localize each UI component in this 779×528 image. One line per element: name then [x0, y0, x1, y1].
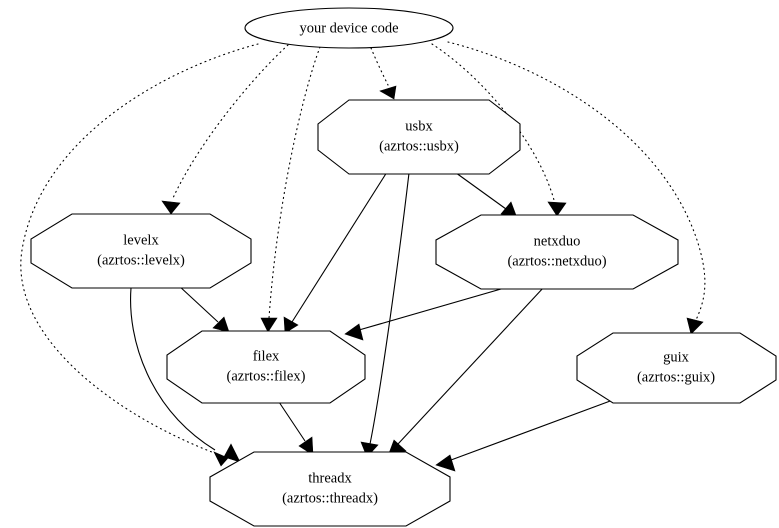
node-usbx-shape: [317, 99, 521, 175]
edge-filex-threadx: [278, 401, 314, 456]
edge-device-usbx: [370, 47, 397, 100]
node-threadx-label-line1: threadx: [308, 470, 352, 486]
node-your-device-code-shape: [244, 7, 454, 49]
edge-netxduo-threadx: [387, 286, 545, 457]
edge-device-levelx: [161, 44, 289, 215]
node-usbx[interactable]: usbx (azrtos::usbx): [317, 99, 521, 175]
node-filex-label-line2: (azrtos::filex): [227, 368, 306, 384]
node-your-device-code-label: your device code: [299, 20, 398, 36]
node-threadx-shape: [209, 451, 451, 527]
edge-netxduo-filex: [344, 284, 516, 341]
edge-usbx-threadx: [360, 172, 410, 458]
node-netxduo-label-line2: (azrtos::netxduo): [507, 253, 606, 269]
edge-usbx-filex: [283, 171, 388, 334]
edge-device-netxduo: [431, 43, 567, 217]
edge-layer: [20, 41, 706, 472]
node-threadx-label-line2: (azrtos::threadx): [282, 490, 378, 506]
node-usbx-label-line2: (azrtos::usbx): [379, 138, 459, 154]
node-layer: your device code usbx (azrtos::usbx) lev…: [30, 7, 777, 527]
node-filex[interactable]: filex (azrtos::filex): [166, 330, 366, 404]
node-levelx[interactable]: levelx (azrtos::levelx): [30, 213, 252, 289]
edge-device-threadx: [20, 43, 259, 467]
edge-device-guix: [447, 41, 706, 335]
node-guix[interactable]: guix (azrtos::guix): [576, 332, 777, 404]
edge-guix-threadx: [435, 396, 622, 472]
node-guix-label-line2: (azrtos::guix): [637, 369, 715, 385]
node-levelx-shape: [30, 213, 252, 289]
edge-levelx-threadx: [130, 287, 241, 463]
node-guix-shape: [576, 332, 777, 404]
edge-levelx-filex: [177, 284, 230, 333]
node-your-device-code[interactable]: your device code: [244, 7, 454, 49]
edge-usbx-netxduo: [451, 169, 518, 219]
node-netxduo-shape: [435, 214, 679, 290]
node-netxduo-label-line1: netxduo: [534, 233, 581, 249]
node-filex-shape: [166, 330, 366, 404]
edge-device-filex: [260, 46, 321, 333]
node-filex-label-line1: filex: [253, 348, 280, 364]
node-guix-label-line1: guix: [663, 349, 690, 365]
node-threadx[interactable]: threadx (azrtos::threadx): [209, 451, 451, 527]
node-levelx-label-line1: levelx: [123, 232, 159, 248]
node-netxduo[interactable]: netxduo (azrtos::netxduo): [435, 214, 679, 290]
node-usbx-label-line1: usbx: [405, 118, 433, 134]
node-levelx-label-line2: (azrtos::levelx): [97, 252, 185, 268]
